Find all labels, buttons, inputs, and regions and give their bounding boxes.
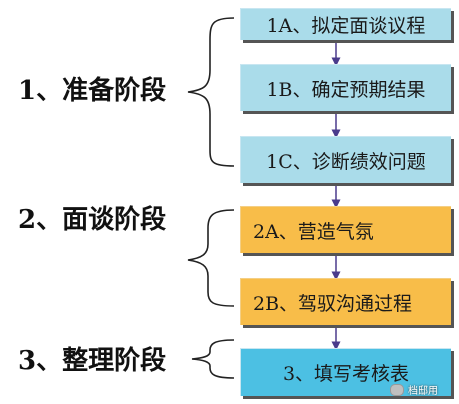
stage-label-preparation: 1、准备阶段: [18, 76, 167, 106]
brace-stage-3: [191, 339, 235, 379]
brace-stage-2: [187, 209, 235, 307]
step-label-1c: 1C、诊断绩效问题: [266, 150, 426, 173]
step-box-1b: 1B、确定预期结果: [240, 64, 451, 111]
step-label-2b: 2B、驾驭沟通过程: [253, 292, 413, 315]
step-box-2b: 2B、驾驭沟通过程: [240, 278, 451, 325]
step-label-2a: 2A、营造气氛: [253, 220, 374, 243]
step-box-1a: 1A、拟定面谈议程: [240, 8, 451, 40]
step-label-1a: 1A、拟定面谈议程: [266, 15, 426, 37]
stage-label-interview: 2、面谈阶段: [18, 205, 167, 235]
stage-label-organize: 3、整理阶段: [18, 346, 167, 376]
step-box-3: 3、填写考核表: [240, 348, 451, 396]
step-box-2a: 2A、营造气氛: [240, 206, 451, 253]
chat-bubble-icon: [390, 383, 404, 396]
brace-stage-1: [187, 17, 235, 167]
watermark-text: 档邸用: [408, 386, 438, 397]
step-box-1c: 1C、诊断绩效问题: [240, 136, 451, 183]
step-label-1b: 1B、确定预期结果: [266, 78, 426, 101]
step-label-3: 3、填写考核表: [282, 363, 410, 385]
watermark: 档邸用: [390, 382, 438, 397]
